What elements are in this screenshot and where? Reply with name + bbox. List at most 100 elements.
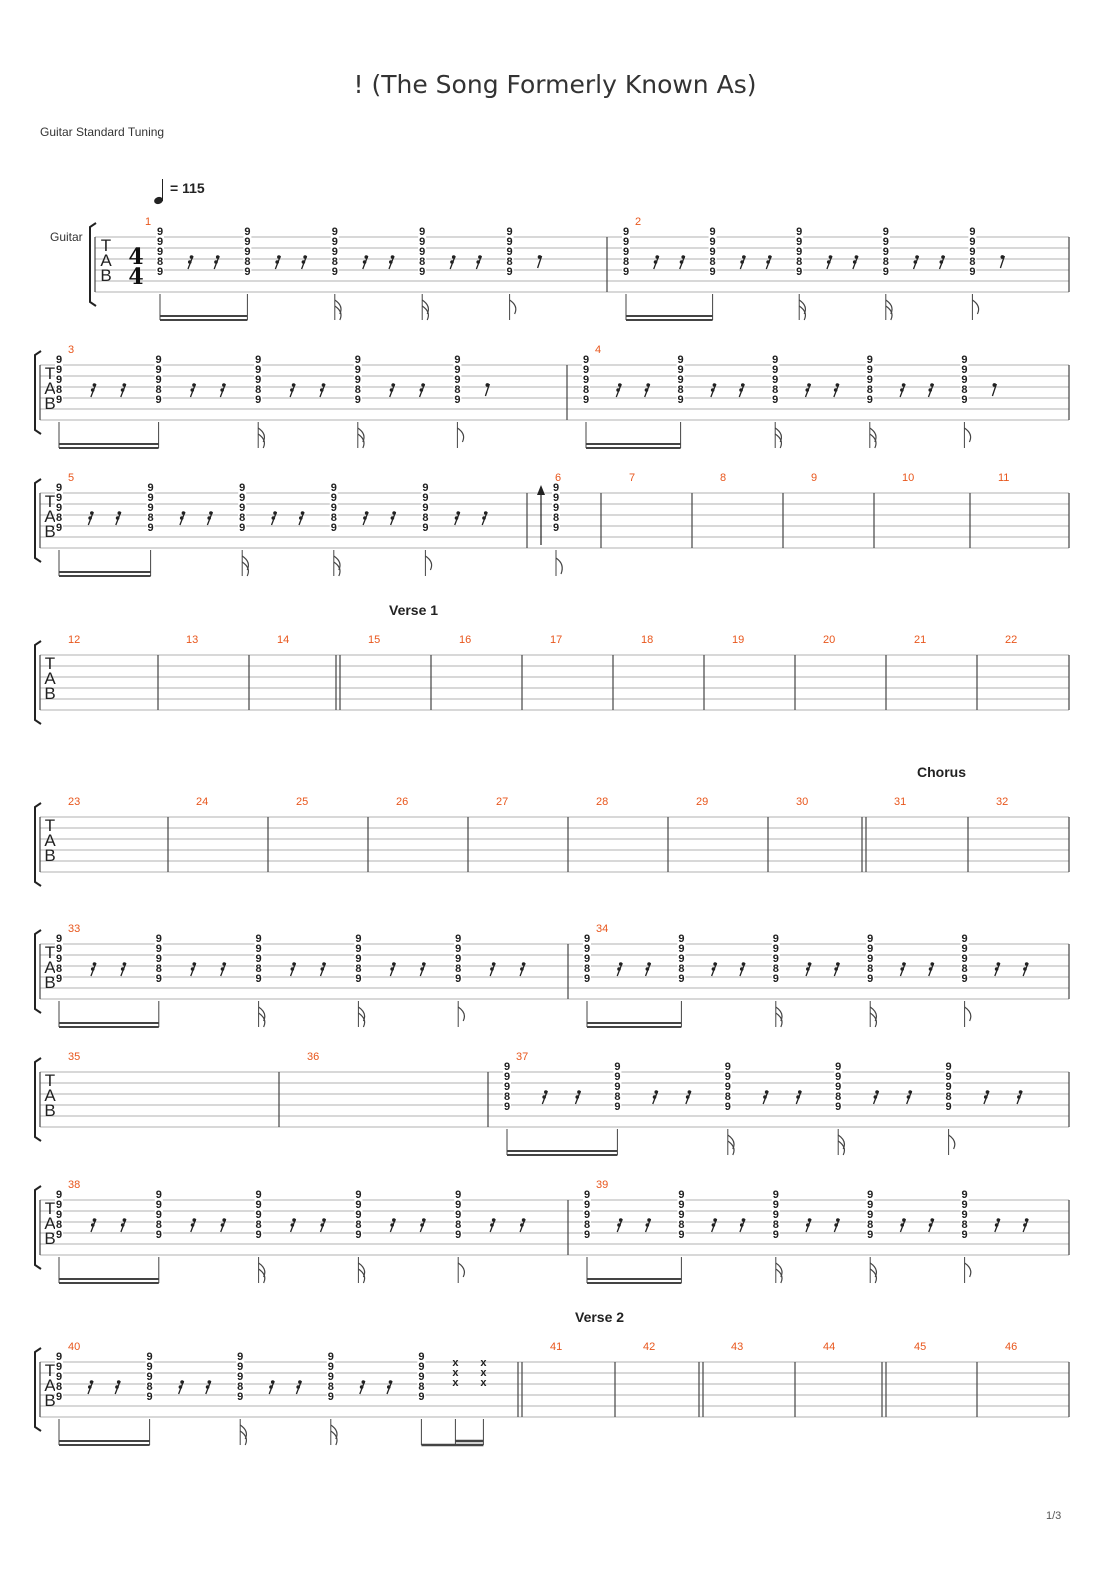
tab-clef-letter: B (44, 973, 55, 992)
note-flag (869, 1012, 877, 1028)
fret-number: 9 (455, 953, 461, 965)
fret-number: 9 (883, 266, 889, 278)
bar-number: 10 (902, 472, 914, 484)
fret-bg (613, 1091, 622, 1101)
fret-bg (55, 384, 63, 394)
system-bracket (34, 1347, 42, 1432)
fret-bg (583, 1219, 591, 1229)
fret-bg (582, 384, 590, 394)
fret-bg (771, 384, 780, 394)
tab-system: TAB3999899998999989999899998949998999989… (34, 344, 1070, 449)
fret-bg (676, 374, 685, 384)
fret-number: 9 (961, 354, 967, 366)
fret-number: 8 (773, 1219, 779, 1231)
fret-bg (55, 512, 63, 522)
fret-number: 8 (867, 384, 873, 396)
rest-dot (482, 516, 486, 520)
fret-number: 9 (969, 226, 975, 238)
sixteenth-rest (795, 1090, 802, 1105)
rest-dot (451, 255, 456, 259)
rest-dot (679, 260, 684, 264)
fret-bg (236, 1391, 245, 1401)
bar-number: 3 (68, 344, 74, 356)
fret-number: 9 (455, 1229, 461, 1241)
fret-bg (254, 394, 263, 404)
bar-number: 14 (277, 634, 289, 646)
note-flag (258, 1268, 266, 1284)
sixteenth-rest (739, 255, 746, 270)
fret-bg (55, 1199, 63, 1209)
rest-dot (209, 511, 213, 515)
fret-number: 9 (623, 246, 629, 258)
sixteenth-rest (220, 1218, 227, 1233)
fret-bg (330, 236, 339, 246)
fret-bg (55, 1351, 63, 1361)
fret-number: 9 (422, 492, 428, 504)
fret-number: 9 (678, 973, 684, 985)
fret-number: 8 (962, 1219, 968, 1231)
fret-number: 9 (157, 246, 163, 258)
bar-number: 13 (186, 634, 198, 646)
fret-bg (552, 482, 560, 492)
fret-number: 8 (584, 1219, 590, 1231)
fret-bg (329, 482, 338, 492)
fret-number: 8 (156, 384, 162, 396)
note-flag (727, 1140, 735, 1156)
fret-number: 8 (244, 256, 250, 268)
fret-bg (454, 1229, 463, 1239)
fret-number: 9 (584, 1209, 590, 1221)
fret-bg (55, 933, 63, 943)
fret-number: 9 (147, 1371, 153, 1383)
fret-number: 9 (328, 1391, 334, 1403)
fret-number: 9 (56, 1199, 62, 1211)
fret-bg (834, 1071, 843, 1081)
rest-dot (520, 1223, 524, 1227)
fret-bg (354, 1199, 363, 1209)
fret-bg (417, 1381, 426, 1391)
rest-dot (645, 967, 650, 971)
sixteenth-rest (206, 511, 213, 526)
rest-dot (1017, 1095, 1021, 1099)
rest-dot (421, 1218, 426, 1222)
sixteenth-rest (270, 511, 278, 526)
sixteenth-rest (419, 1218, 426, 1233)
fret-bg (353, 384, 362, 394)
fret-bg (55, 1209, 63, 1219)
fret-bg (238, 512, 247, 522)
fret-number: 9 (56, 502, 62, 514)
rest-dot (292, 1218, 296, 1222)
fret-number: 9 (237, 1371, 243, 1383)
rest-dot (713, 962, 717, 966)
fret-bg (156, 256, 164, 266)
fret-bg (723, 1101, 732, 1111)
sixteenth-rest (190, 1218, 197, 1233)
fret-number: 9 (678, 953, 684, 965)
fret-bg (622, 256, 630, 266)
note-flag (869, 1268, 877, 1284)
fret-bg (55, 1361, 63, 1371)
rest-dot (796, 1095, 800, 1099)
sixteenth-rest (389, 383, 396, 398)
fret-number: 8 (454, 384, 460, 396)
fret-number: 8 (678, 963, 684, 975)
fret-bg (243, 246, 252, 256)
fret-number: 8 (422, 512, 428, 524)
sixteenth-rest (179, 511, 186, 526)
sixteenth-rest (1022, 962, 1029, 977)
fret-bg (866, 1189, 875, 1199)
bar-number: 33 (68, 923, 80, 935)
rest-dot (616, 388, 620, 392)
sixteenth-rest (120, 1218, 127, 1233)
fret-number: 8 (584, 963, 590, 975)
sixteenth-rest (289, 383, 296, 398)
rest-dot (421, 383, 425, 387)
rest-dot (806, 967, 810, 971)
fret-number: 9 (583, 364, 589, 376)
fret-number: 9 (156, 1209, 162, 1221)
fret-number: 9 (772, 354, 778, 366)
rest-dot (90, 511, 94, 515)
fret-number: 9 (773, 1199, 779, 1211)
